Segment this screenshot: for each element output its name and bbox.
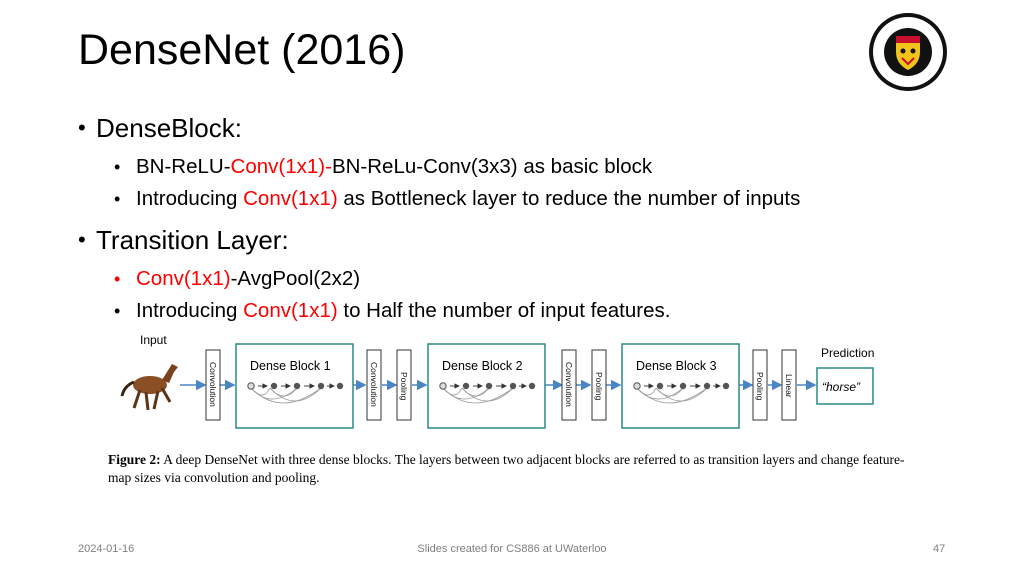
bullet-list: DenseBlock: •BN-ReLU-Conv(1x1)-BN-ReLu-C… (78, 111, 978, 327)
linear-label: Linear (784, 374, 794, 398)
prediction-box (816, 367, 874, 405)
pool-label-3: Pooling (755, 372, 765, 401)
input-label: Input (140, 333, 167, 347)
dense-block-1: Dense Block 1 (235, 343, 354, 429)
bullet-denseblock: DenseBlock: (78, 111, 978, 145)
linear-layer (781, 349, 797, 421)
conv-label-2: Convolution (369, 362, 379, 407)
bullet-transition-layer: Transition Layer: (78, 223, 978, 257)
svg-text:Dense Block 2: Dense Block 2 (442, 359, 523, 373)
sub-bullet: •Introducing Conv(1x1) to Half the numbe… (114, 299, 671, 322)
prediction-label: Prediction (821, 346, 874, 360)
svg-text:Dense Block 3: Dense Block 3 (636, 359, 717, 373)
sub-bullet: •Introducing Conv(1x1) as Bottleneck lay… (114, 187, 801, 210)
prediction-value: “horse” (822, 380, 861, 394)
conv-layer-3 (561, 349, 577, 421)
pool-label-2: Pooling (594, 372, 604, 401)
conv-layer-1 (205, 349, 221, 421)
slide-title: DenseNet (2016) (78, 26, 406, 74)
conv-label-3: Convolution (564, 362, 574, 407)
horse-image (120, 350, 180, 420)
svg-text:Dense Block 1: Dense Block 1 (250, 359, 331, 373)
footer-page-number: 47 (933, 543, 946, 555)
sub-bullet: •Conv(1x1)-AvgPool(2x2) (114, 267, 361, 290)
densenet-diagram: Input Prediction Convolution Convolution (120, 333, 874, 429)
university-crest-logo (869, 13, 947, 91)
pool-label-1: Pooling (399, 372, 409, 401)
footer-date: 2024-01-16 (78, 543, 135, 555)
pool-layer-2 (591, 349, 607, 421)
pool-layer-1 (396, 349, 412, 421)
dense-block-2: Dense Block 2 (427, 343, 546, 429)
figure-caption: Figure 2: A deep DenseNet with three den… (108, 452, 905, 485)
dense-block-3: Dense Block 3 (621, 343, 740, 429)
pool-layer-3 (752, 349, 768, 421)
sub-bullet: •BN-ReLU-Conv(1x1)-BN-ReLu-Conv(3x3) as … (114, 155, 653, 178)
conv-label-1: Convolution (208, 362, 218, 407)
footer-center: Slides created for CS886 at UWaterloo (417, 543, 607, 555)
conv-layer-2 (366, 349, 382, 421)
